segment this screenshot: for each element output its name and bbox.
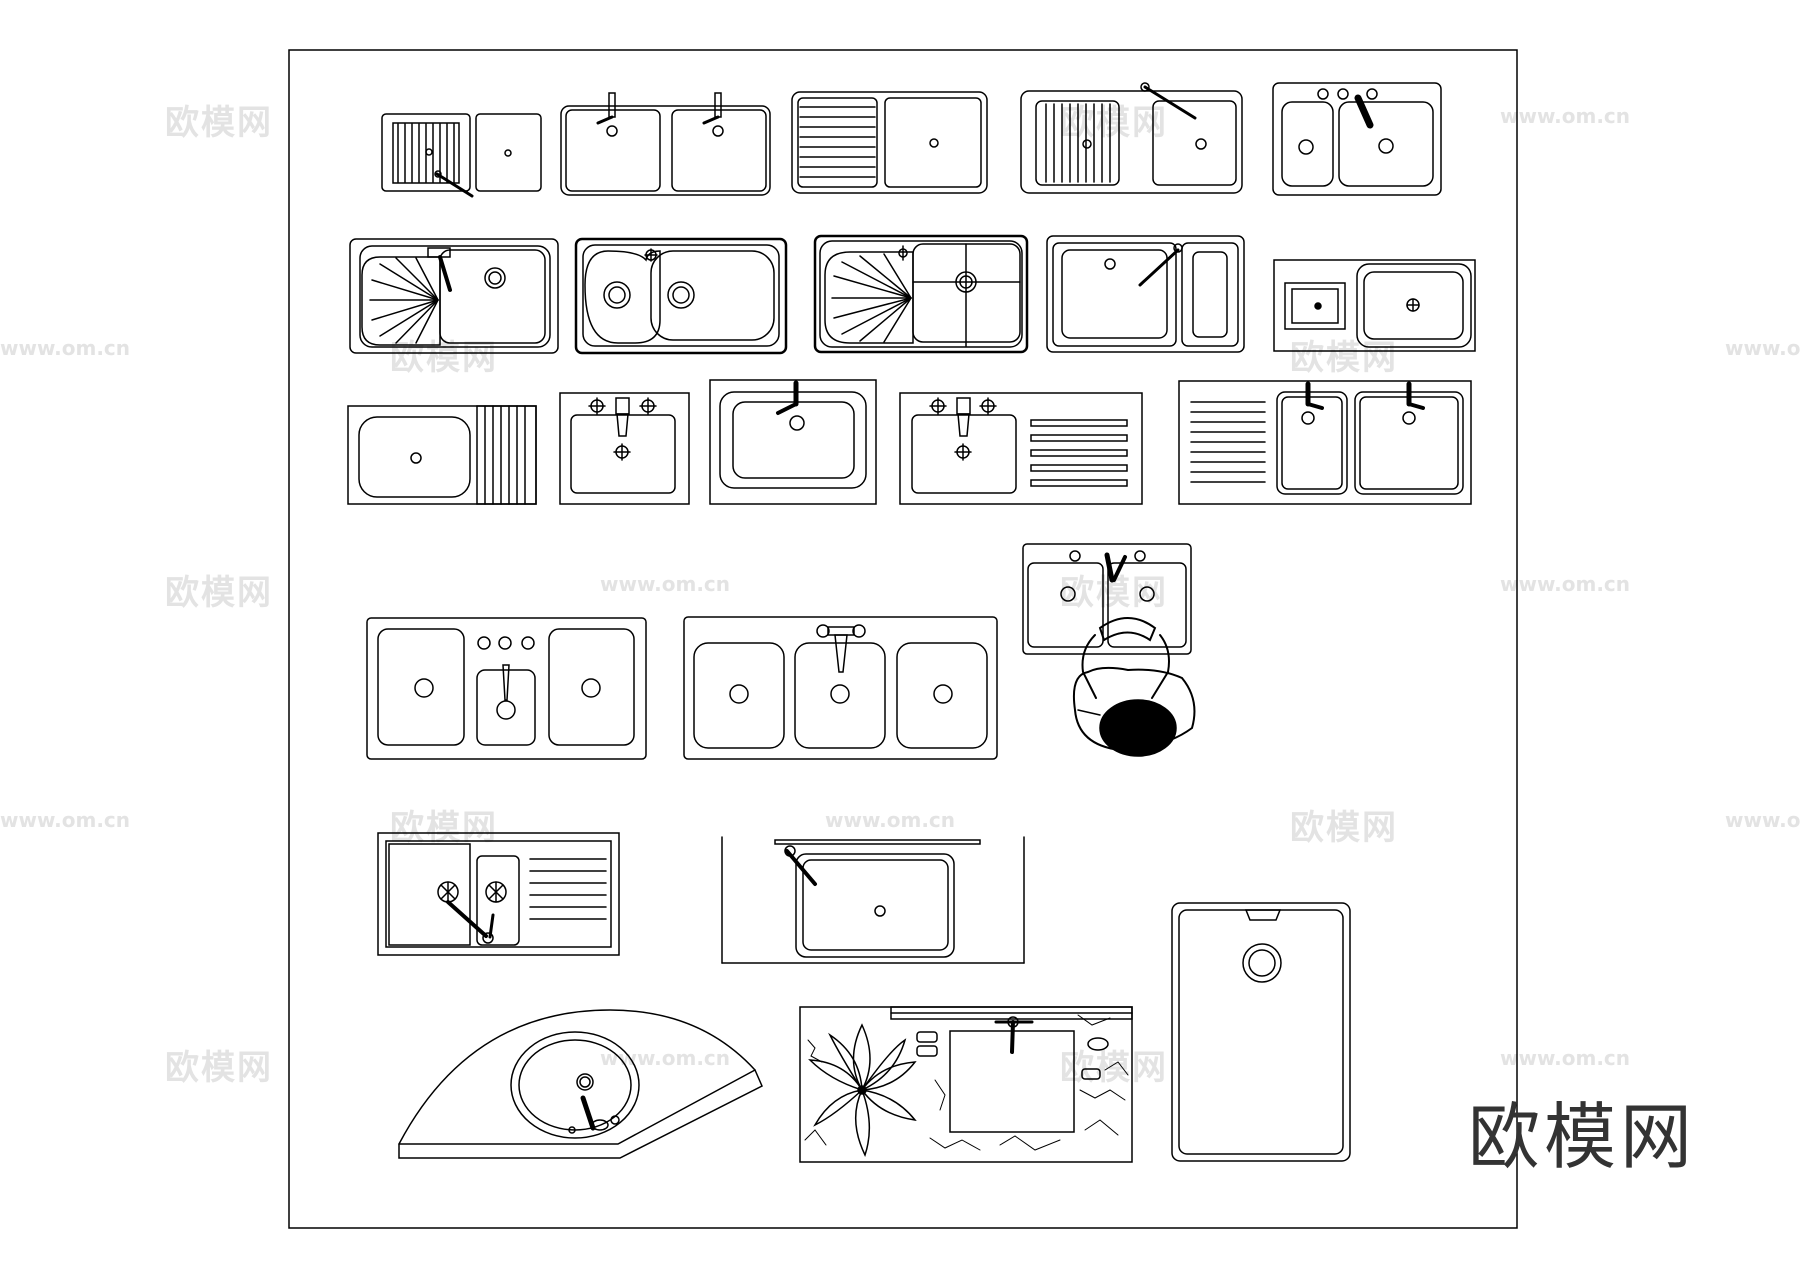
sink-single-with-prep (1046, 235, 1245, 353)
sink-basin-taps-ribbed-drainer (899, 392, 1143, 505)
sink-fan-drainer-cross (813, 234, 1029, 354)
sink-drainer-ribbed-left (791, 91, 988, 194)
sink-drainer-double-bowl (1178, 380, 1472, 505)
sink-single-bowl-drainer (381, 113, 542, 198)
sink-basin-two-taps (559, 392, 690, 505)
sink-marble-counter-with-plant (799, 1006, 1133, 1163)
sink-fan-drainer (349, 238, 559, 354)
sink-corner-arc-oval-bowl (398, 1009, 763, 1159)
sink-with-person-washing (1022, 543, 1196, 757)
sink-oval-ribbed-right (347, 405, 537, 505)
sink-triple-bowl-center-tap (366, 617, 647, 760)
sink-triple-bowl-mixer (683, 616, 998, 760)
sink-double-bowl-faucets (560, 92, 771, 196)
plant-leaves (808, 1023, 917, 1157)
sink-tall-single-bowl (1171, 902, 1351, 1162)
sink-bowl-drainer-strainers (377, 832, 620, 956)
sink-double-round-bowls (574, 237, 788, 355)
drawing-frame (288, 49, 1518, 1229)
sink-square-and-oval (1273, 259, 1476, 352)
marble-veins (804, 1014, 1129, 1151)
brand-logo: 欧模网 (1468, 1095, 1697, 1179)
person-figure (1072, 617, 1196, 757)
sink-inset-with-arm-faucet (721, 836, 1025, 964)
sink-basin-rounded-lever (709, 379, 877, 505)
sink-double-rounded-3hole (1272, 82, 1442, 196)
sink-drainer-faucet (1020, 82, 1243, 194)
